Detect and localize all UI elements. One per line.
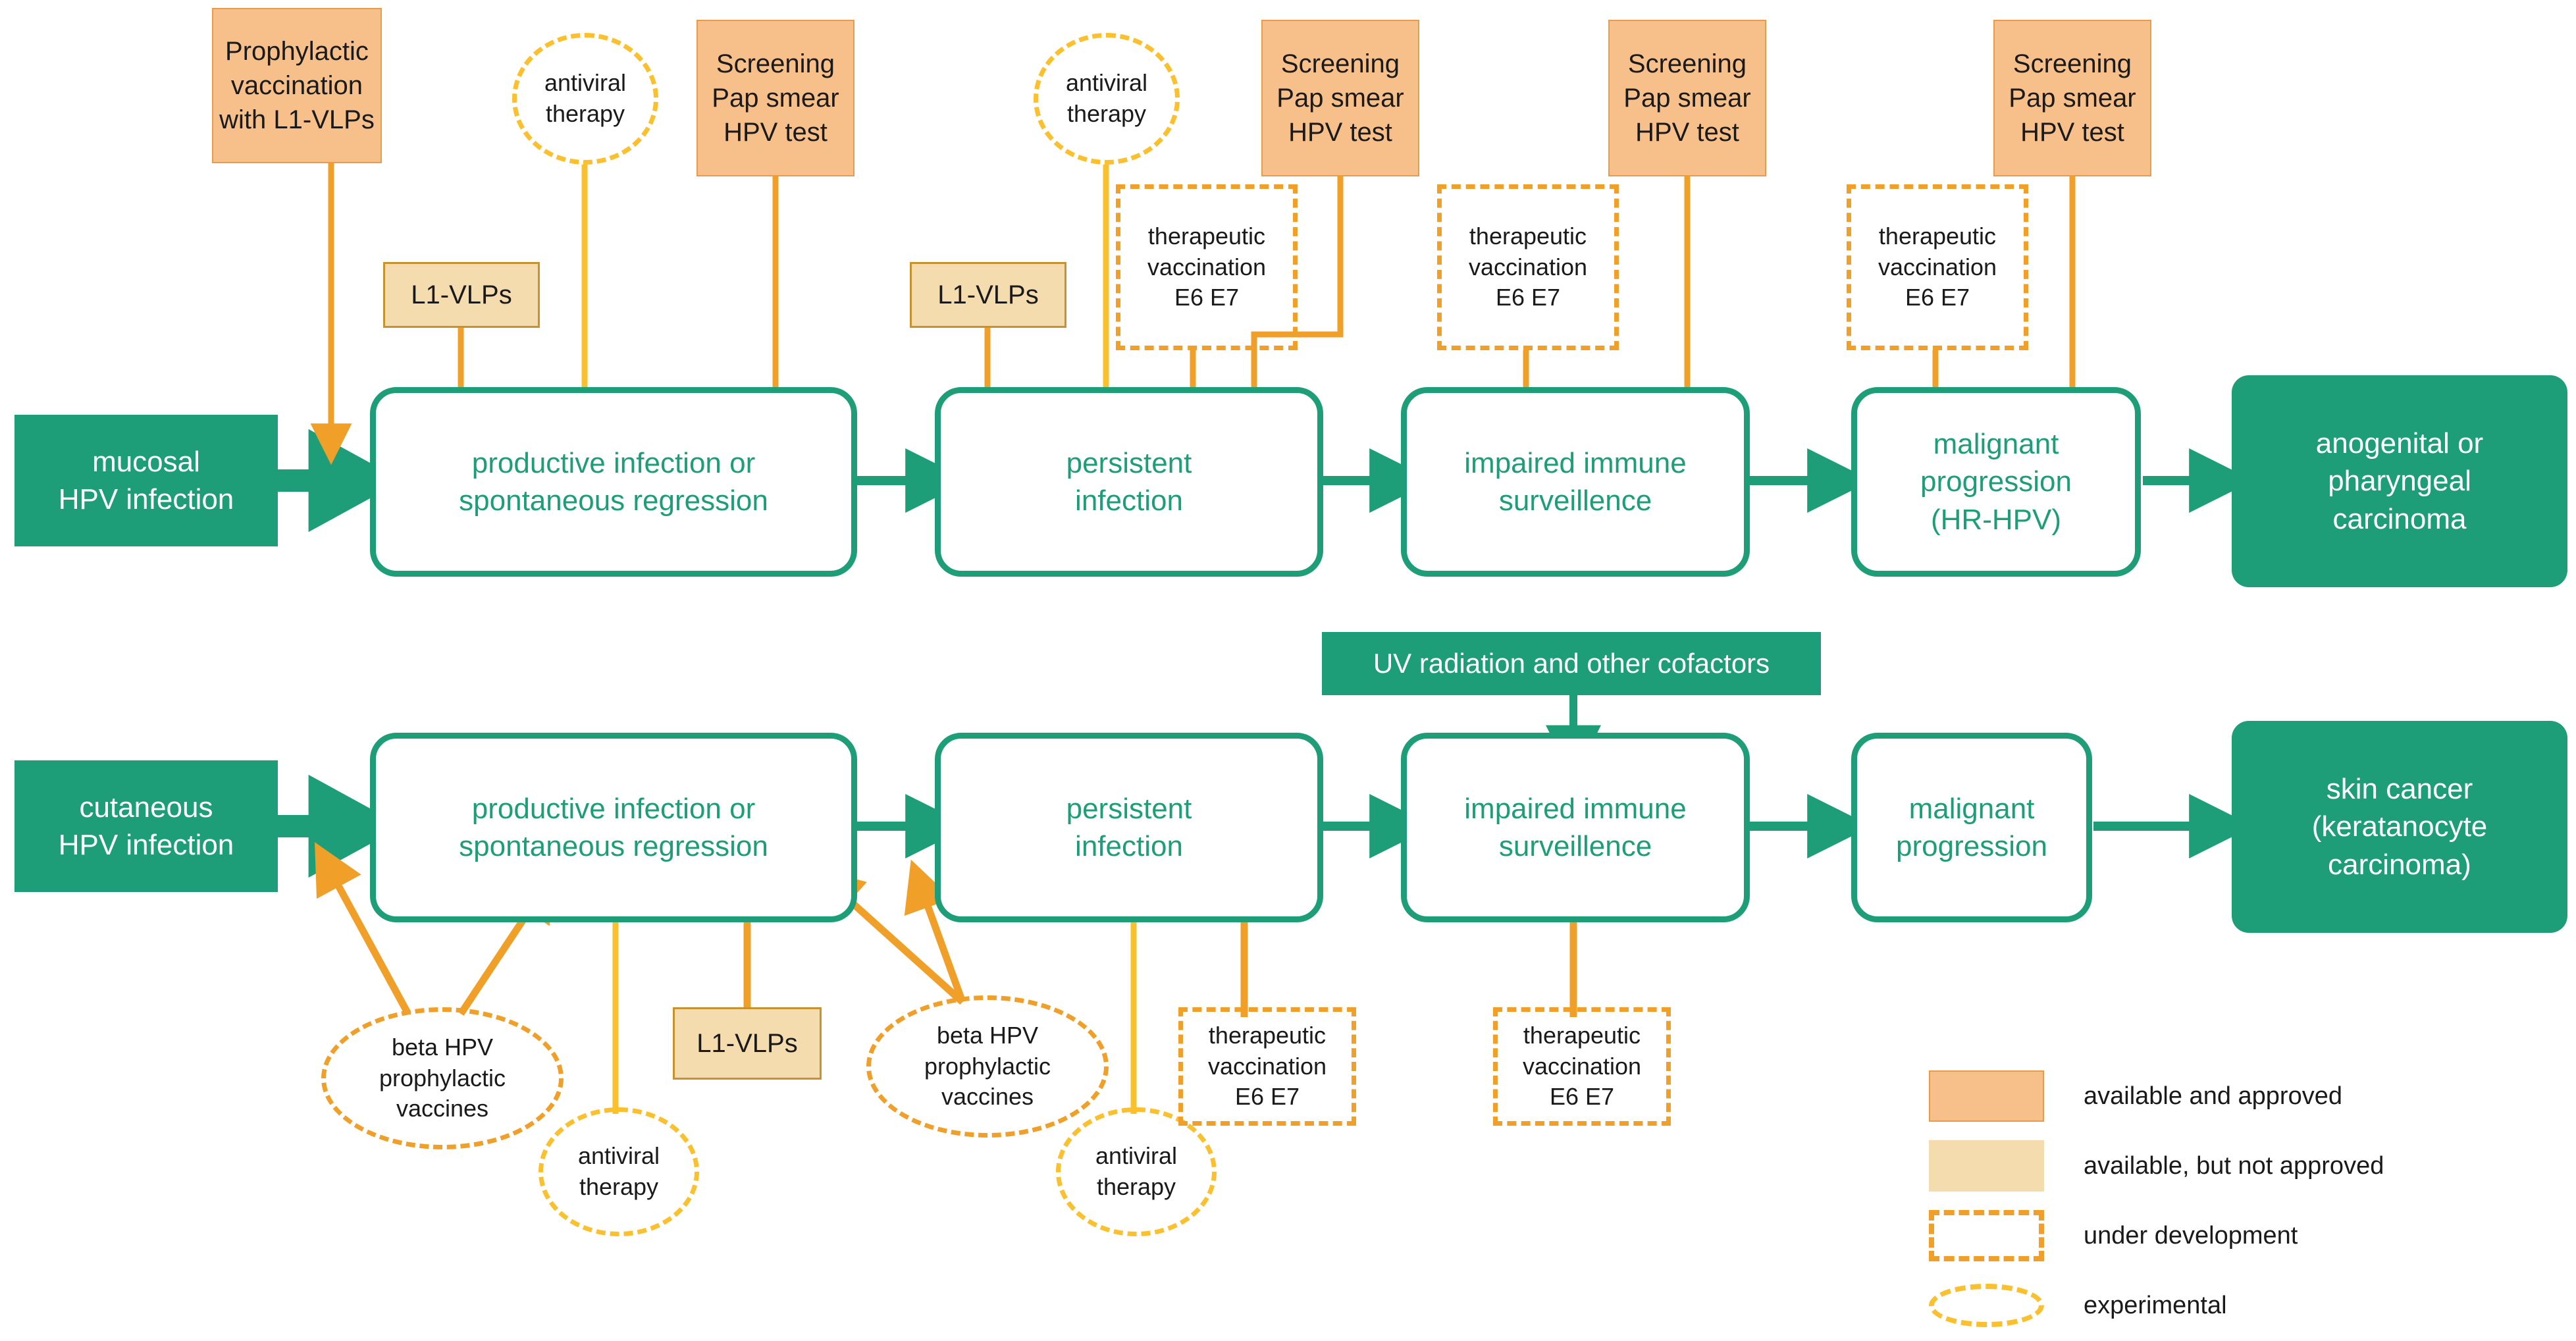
legend-label: available, but not approved xyxy=(2084,1151,2384,1180)
intervention-label: Screening Pap smear HPV test xyxy=(1623,49,1751,147)
flow-node-label: malignant progression xyxy=(1896,792,2047,862)
intervention-label: Prophylactic vaccination with L1-VLPs xyxy=(219,37,375,134)
intervention-screening-4[interactable]: Screening Pap smear HPV test xyxy=(1993,20,2151,176)
flow-outcome-anogenital-pharyngeal-carcinoma: anogenital or pharyngeal carcinoma xyxy=(2232,375,2567,587)
flow-node-label: skin cancer (keratanocyte carcinoma) xyxy=(2311,773,2488,881)
intervention-label: therapeutic vaccination E6 E7 xyxy=(1147,222,1267,311)
intervention-screening-2[interactable]: Screening Pap smear HPV test xyxy=(1261,20,1419,176)
intervention-label: antiviral therapy xyxy=(1065,69,1148,127)
legend-label: under development xyxy=(2084,1221,2298,1249)
intervention-beta-hpv-vaccines-2[interactable]: beta HPV prophylactic vaccines xyxy=(866,995,1109,1138)
flow-step-malignant-progression-mucosal: malignant progression (HR-HPV) xyxy=(1851,387,2141,577)
intervention-therapeutic-vaccination-5[interactable]: therapeutic vaccination E6 E7 xyxy=(1493,1007,1671,1126)
legend-row-not-approved: available, but not approved xyxy=(1929,1136,2554,1196)
intervention-label: antiviral therapy xyxy=(544,69,627,127)
intervention-screening-3[interactable]: Screening Pap smear HPV test xyxy=(1608,20,1766,176)
intervention-label: beta HPV prophylactic vaccines xyxy=(924,1021,1051,1111)
flow-node-label: anogenital or pharyngeal carcinoma xyxy=(2315,427,2484,535)
legend: available and approved available, but no… xyxy=(1929,1066,2554,1341)
flow-node-label: persistent infection xyxy=(1066,446,1192,517)
legend-label: experimental xyxy=(2084,1291,2227,1319)
flow-step-persistent-infection-mucosal: persistent infection xyxy=(935,387,1323,577)
intervention-label: Screening Pap smear HPV test xyxy=(712,49,839,147)
intervention-therapeutic-vaccination-2[interactable]: therapeutic vaccination E6 E7 xyxy=(1437,184,1619,350)
legend-swatch-under-development xyxy=(1929,1210,2044,1261)
intervention-label: Screening Pap smear HPV test xyxy=(1276,49,1404,147)
intervention-label: therapeutic vaccination E6 E7 xyxy=(1878,222,1997,311)
intervention-label: L1-VLPs xyxy=(937,280,1039,309)
flow-start-cutaneous-hpv-infection: cutaneous HPV infection xyxy=(14,760,278,892)
intervention-therapeutic-vaccination-4[interactable]: therapeutic vaccination E6 E7 xyxy=(1178,1007,1356,1126)
intervention-label: L1-VLPs xyxy=(411,280,512,309)
intervention-label: therapeutic vaccination E6 E7 xyxy=(1522,1021,1642,1111)
intervention-therapeutic-vaccination-1[interactable]: therapeutic vaccination E6 E7 xyxy=(1116,184,1298,350)
cofactor-label: UV radiation and other cofactors xyxy=(1373,647,1770,679)
flow-start-mucosal-hpv-infection: mucosal HPV infection xyxy=(14,415,278,546)
intervention-l1-vlps-1[interactable]: L1-VLPs xyxy=(383,262,540,328)
flow-step-malignant-progression-cutaneous: malignant progression xyxy=(1851,733,2092,922)
intervention-beta-hpv-vaccines-1[interactable]: beta HPV prophylactic vaccines xyxy=(321,1007,564,1149)
flow-step-impaired-immune-surveillence-cutaneous: impaired immune surveillence xyxy=(1401,733,1750,922)
legend-swatch-approved xyxy=(1929,1070,2044,1122)
flow-step-persistent-infection-cutaneous: persistent infection xyxy=(935,733,1323,922)
legend-row-under-development: under development xyxy=(1929,1206,2554,1265)
flow-step-productive-infection-cutaneous: productive infection or spontaneous regr… xyxy=(370,733,857,922)
flow-node-label: productive infection or spontaneous regr… xyxy=(459,446,768,517)
intervention-antiviral-therapy-1[interactable]: antiviral therapy xyxy=(512,33,658,165)
legend-label: available and approved xyxy=(2084,1082,2342,1110)
intervention-label: Screening Pap smear HPV test xyxy=(2009,49,2136,147)
intervention-label: antiviral therapy xyxy=(1095,1142,1178,1200)
intervention-label: therapeutic vaccination E6 E7 xyxy=(1468,222,1588,311)
intervention-l1-vlps-3[interactable]: L1-VLPs xyxy=(673,1007,822,1080)
intervention-antiviral-therapy-4[interactable]: antiviral therapy xyxy=(1056,1107,1217,1236)
legend-row-experimental: experimental xyxy=(1929,1276,2554,1335)
flow-node-label: persistent infection xyxy=(1066,792,1192,862)
legend-swatch-experimental xyxy=(1929,1284,2044,1327)
cofactor-uv-radiation: UV radiation and other cofactors xyxy=(1322,632,1821,695)
flow-node-label: productive infection or spontaneous regr… xyxy=(459,792,768,862)
flow-node-label: mucosal HPV infection xyxy=(58,445,234,515)
intervention-label: beta HPV prophylactic vaccines xyxy=(379,1033,506,1122)
intervention-label: therapeutic vaccination E6 E7 xyxy=(1207,1021,1327,1111)
intervention-antiviral-therapy-3[interactable]: antiviral therapy xyxy=(539,1107,699,1236)
intervention-l1-vlps-2[interactable]: L1-VLPs xyxy=(910,262,1066,328)
legend-swatch-not-approved xyxy=(1929,1140,2044,1192)
flow-outcome-skin-cancer: skin cancer (keratanocyte carcinoma) xyxy=(2232,721,2567,933)
intervention-label: antiviral therapy xyxy=(577,1142,660,1200)
intervention-label: L1-VLPs xyxy=(697,1029,798,1058)
flow-node-label: malignant progression (HR-HPV) xyxy=(1920,428,2072,536)
intervention-prophylactic-vaccination[interactable]: Prophylactic vaccination with L1-VLPs xyxy=(212,8,382,163)
flow-node-label: cutaneous HPV infection xyxy=(58,791,234,861)
flow-step-productive-infection-mucosal: productive infection or spontaneous regr… xyxy=(370,387,857,577)
intervention-screening-1[interactable]: Screening Pap smear HPV test xyxy=(697,20,854,176)
intervention-therapeutic-vaccination-3[interactable]: therapeutic vaccination E6 E7 xyxy=(1847,184,2028,350)
flow-step-impaired-immune-surveillence-mucosal: impaired immune surveillence xyxy=(1401,387,1750,577)
legend-row-approved: available and approved xyxy=(1929,1066,2554,1126)
flow-node-label: impaired immune surveillence xyxy=(1464,792,1687,862)
flow-node-label: impaired immune surveillence xyxy=(1464,446,1687,517)
intervention-antiviral-therapy-2[interactable]: antiviral therapy xyxy=(1034,33,1180,165)
